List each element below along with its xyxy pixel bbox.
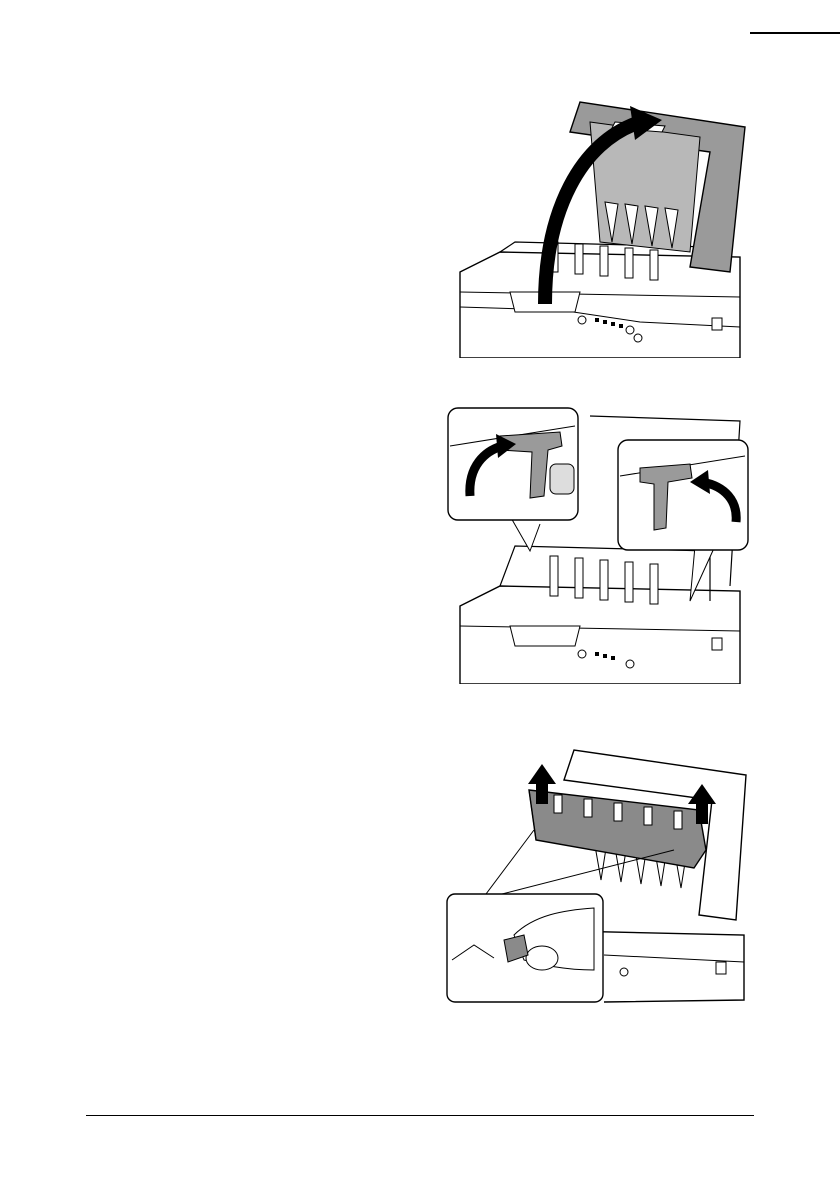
header-rule [750,32,840,34]
printer-fuser-levers-illustration [440,406,752,684]
footer-rule [86,1115,754,1116]
printer-remove-fuser-illustration [444,740,750,1006]
printer-open-top-cover-illustration [440,92,750,358]
